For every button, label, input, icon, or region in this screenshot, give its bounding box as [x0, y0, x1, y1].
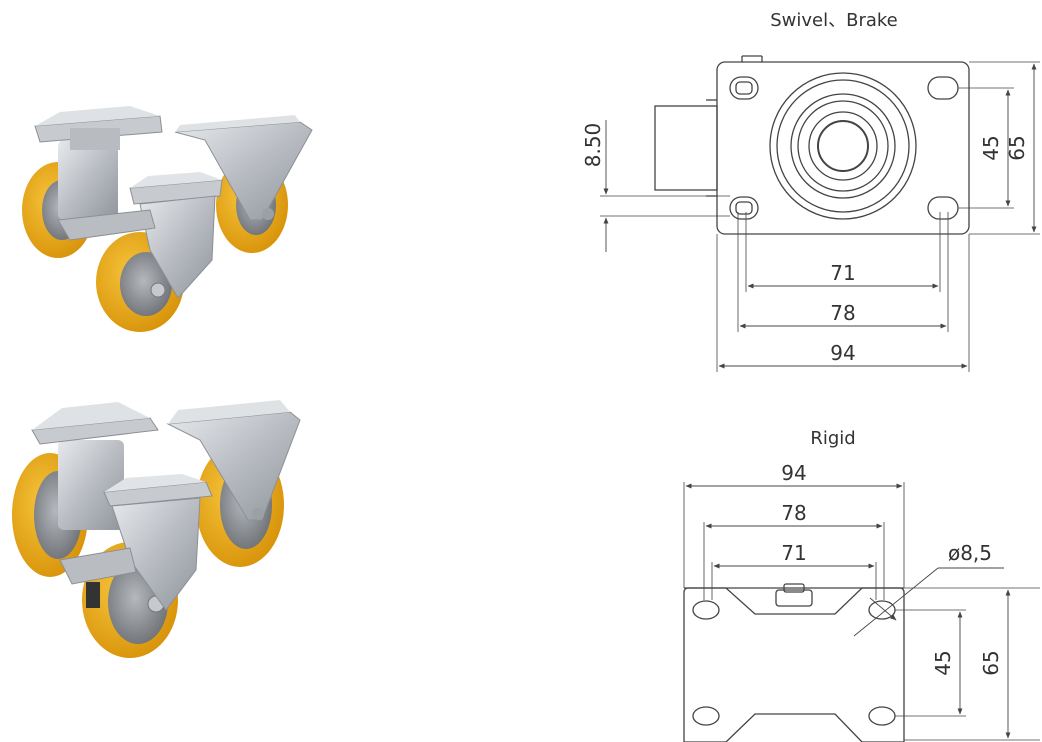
rigid-hole-bottom-left — [692, 706, 720, 726]
caster-front-image — [57, 172, 223, 332]
bolt-slot-bottom-right — [927, 196, 959, 220]
rigid-top-plate — [683, 587, 905, 742]
rigid-dim-label-71: 71 — [781, 541, 806, 565]
dim-label-71: 71 — [830, 261, 855, 285]
caster-rigid-image-2 — [166, 400, 301, 567]
dim-label-65-swivel: 65 — [1005, 135, 1029, 160]
rigid-hole-bottom-right — [868, 706, 896, 726]
hole-diameter-leader — [853, 567, 939, 637]
dim-label-78: 78 — [830, 301, 855, 325]
hole-diameter-label: ø8,5 — [948, 541, 992, 565]
brake-pedal-outline — [654, 105, 718, 191]
swivel-brake-drawing: Swivel、Brake 71 78 94 — [581, 10, 1040, 372]
rigid-dim-label-78: 78 — [781, 501, 806, 525]
rigid-dim-label-94: 94 — [781, 461, 806, 485]
caster-swivel-image-2 — [12, 402, 159, 577]
dim-label-45-swivel: 45 — [979, 135, 1003, 160]
caster-photo-set-top — [22, 106, 313, 332]
bearing-ring-outer — [769, 72, 917, 220]
caster-photo-set-bottom — [12, 400, 301, 658]
kingpin-center — [817, 120, 869, 172]
rigid-dim-label-45: 45 — [931, 650, 955, 675]
bolt-slot-top-right — [927, 76, 959, 100]
caster-front-image-2 — [59, 474, 213, 658]
swivel-top-plate — [716, 61, 970, 235]
rigid-hole-top-left — [692, 600, 720, 620]
caster-swivel-brake-image — [22, 106, 163, 258]
dim-label-offset: 8.50 — [581, 123, 605, 168]
dim-label-94: 94 — [830, 341, 855, 365]
rigid-drawing: Rigid 94 78 71 ø8,5 — [683, 428, 1040, 742]
rigid-title: Rigid — [810, 428, 855, 449]
bolt-slot-bottom-left — [729, 196, 759, 220]
bolt-slot-top-left — [729, 76, 759, 100]
swivel-title: Swivel、Brake — [770, 10, 898, 31]
caster-rigid-image — [174, 115, 313, 253]
rigid-dim-label-65: 65 — [979, 650, 1003, 675]
